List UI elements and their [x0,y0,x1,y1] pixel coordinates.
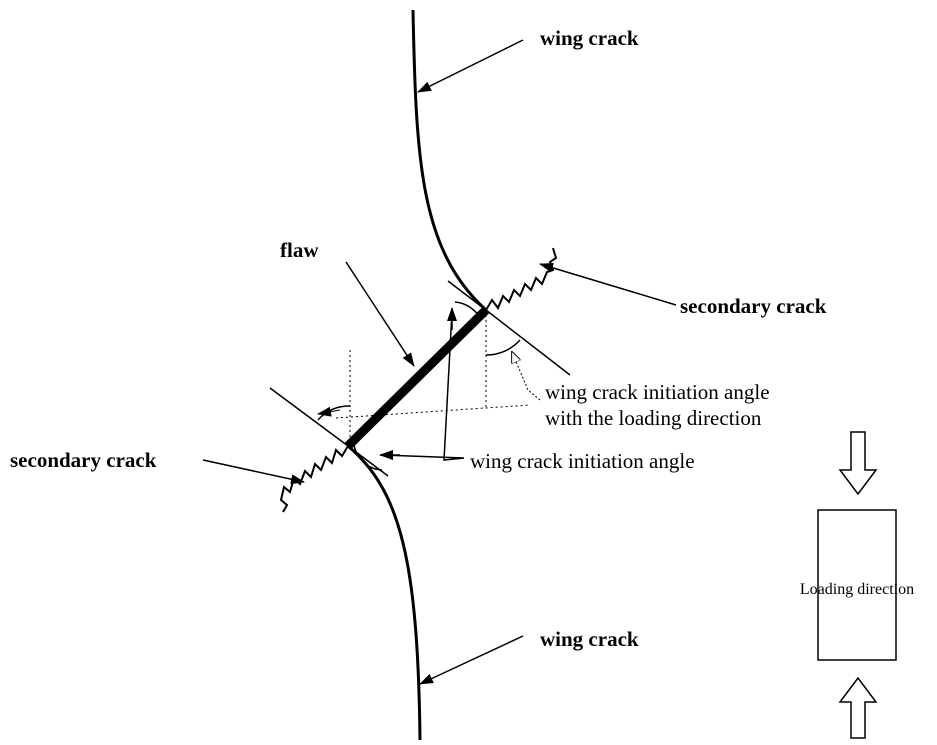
arrow-secondary-crack-right [539,262,677,306]
loading-direction-box [817,509,897,661]
wing-crack-lower-curve [347,444,422,741]
label-initiation-angle: wing crack initiation angle [470,449,695,473]
angle-arc-lower-left [317,405,351,421]
dotted-horizontal [335,404,531,419]
label-flaw: flaw [280,238,319,262]
label-secondary-crack-left: secondary crack [10,448,157,472]
label-secondary-crack-right: secondary crack [680,294,827,318]
angle-arc-lower-flaw [352,435,383,471]
extension-line-lower [269,387,349,447]
tangent-line-lower [347,445,389,477]
label-wing-crack-bottom: wing crack [540,627,639,651]
arrow-wing-crack-top [417,39,524,93]
angle-arc-upper-flaw [454,301,481,319]
label-initiation-angle-loading-line2: with the loading direction [545,406,762,430]
loading-arrow-up-icon [838,676,878,739]
arrow-wing-crack-bottom [419,635,524,685]
label-wing-crack-top: wing crack [540,26,639,50]
secondary-crack-lower [279,445,349,513]
label-initiation-angle-loading-line1: wing crack initiation angle [545,380,770,404]
label-loading-direction: Loading direction [800,581,914,598]
angle-arc-upper-right [485,339,521,356]
arrow-flaw [345,261,415,367]
loading-arrow-down-icon [838,431,878,496]
arrow-initiation-loading-left [317,406,341,417]
wing-crack-upper-curve [411,9,488,312]
extension-line-upper [485,309,571,376]
secondary-crack-upper [485,247,558,311]
flaw-bar [344,306,490,450]
arrow-initiation-loading-dotted [512,352,541,401]
pointer-initiation-angle [381,311,465,461]
arrow-secondary-crack-left [202,459,305,485]
tangent-line-upper [447,280,487,311]
